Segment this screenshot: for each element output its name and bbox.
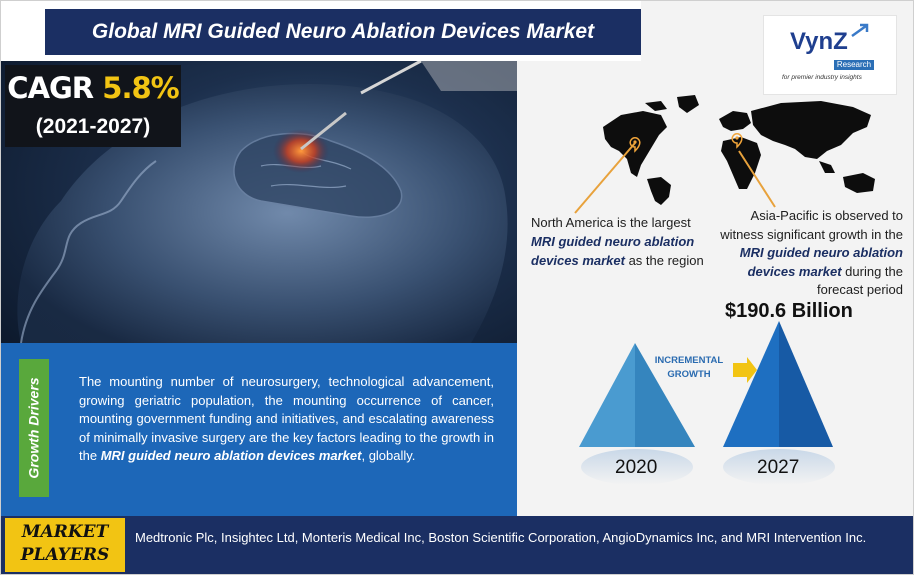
incremental-line1: INCREMENTAL xyxy=(654,355,724,366)
na-text-bold: MRI guided neuro ablation devices market xyxy=(531,234,695,268)
growth-drivers-label: Growth Drivers xyxy=(26,377,43,479)
growth-drivers-panel xyxy=(1,343,517,516)
logo-brand: VynZ xyxy=(790,28,848,55)
arrow-up-icon xyxy=(851,23,869,38)
gd-text-bold: MRI guided neuro ablation devices market xyxy=(100,448,362,463)
market-players-bar xyxy=(1,516,913,574)
growth-drivers-label-wrap: Growth Drivers xyxy=(19,359,49,497)
gd-text-pre: The mounting number of neurosurgery, tec… xyxy=(79,374,494,463)
logo-sub: Research xyxy=(834,60,874,70)
pyramid-2027-right xyxy=(779,321,833,447)
ap-text-post: during the forecast period xyxy=(817,263,903,298)
growth-pyramids xyxy=(579,321,835,485)
year-end: 2027 xyxy=(757,457,800,478)
pyramid-2027-base xyxy=(723,449,835,485)
cagr-period: (2021-2027) xyxy=(35,115,151,138)
cagr-box: CAGR 5.8% (2021-2027) xyxy=(5,65,181,147)
mp-label-line2: PLAYERS xyxy=(20,545,110,565)
market-players-list: Medtronic Plc, Insightec Ltd, Monteris M… xyxy=(135,530,867,545)
growth-drivers-tab xyxy=(19,359,49,497)
gd-text-post: , globally. xyxy=(361,448,416,463)
logo-tagline: for premier industry insights xyxy=(782,74,862,81)
market-players-label: MARKET PLAYERS xyxy=(5,521,125,567)
ap-text-pre: Asia-Pacific is observed to witness sign… xyxy=(720,208,903,242)
market-players-tab xyxy=(5,518,125,572)
incremental-arrow-icon xyxy=(733,357,757,383)
incremental-growth-label: INCREMENTAL GROWTH xyxy=(646,354,732,382)
na-text-pre: North America is the largest xyxy=(531,215,691,230)
pyramid-2020-right xyxy=(635,343,695,447)
pyramid-2020-base xyxy=(581,449,693,485)
cagr-value: 5.8% xyxy=(102,71,179,105)
ap-text-bold: MRI guided neuro ablation devices market xyxy=(739,245,903,279)
cagr-label: CAGR xyxy=(7,71,94,105)
page-title: Global MRI Guided Neuro Ablation Devices… xyxy=(91,20,595,43)
na-text-post: as the region xyxy=(624,253,704,268)
callout-lines xyxy=(574,142,776,214)
incremental-line2: GROWTH xyxy=(667,369,711,380)
north-america-note: North America is the largest MRI guided … xyxy=(531,213,709,270)
pyramid-2020-left xyxy=(579,343,635,447)
vynz-logo: VynZ Research for premier industry insig… xyxy=(763,15,897,95)
pyramid-2027-left xyxy=(723,321,779,447)
asia-pacific-note: Asia-Pacific is observed to witness sign… xyxy=(713,207,903,300)
cagr-headline: CAGR 5.8% xyxy=(5,71,181,105)
title-banner: Global MRI Guided Neuro Ablation Devices… xyxy=(45,9,641,55)
pin-asia-icon xyxy=(731,133,743,149)
mp-label-line1: MARKET xyxy=(21,522,109,542)
growth-drivers-text: The mounting number of neurosurgery, tec… xyxy=(79,373,494,466)
market-value: $190.6 Billion xyxy=(725,300,853,322)
year-start: 2020 xyxy=(615,457,658,478)
